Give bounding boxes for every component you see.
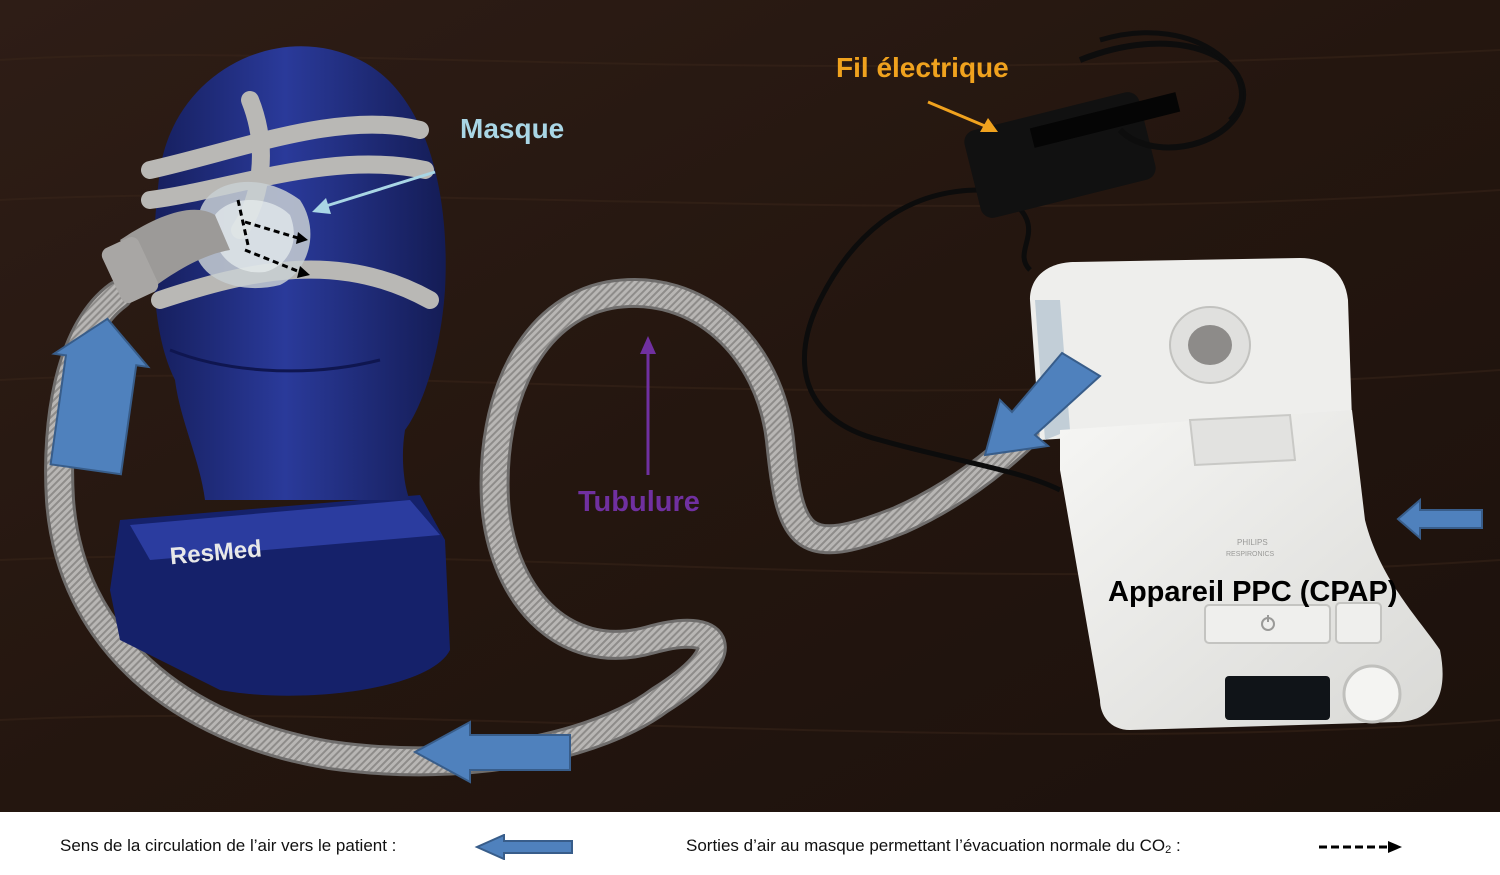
photo-scene: ResMed [0,0,1500,812]
exhaust-arrowheads [296,232,310,278]
tubing [44,278,1215,777]
cpap-screen [1225,676,1330,720]
respironics-logo: RESPIRONICS [1226,551,1275,558]
nasal-mask [101,181,311,304]
label-appareil: Appareil PPC (CPAP) [1108,576,1398,608]
cpap-machine: PHILIPS RESPIRONICS [1030,258,1443,730]
legend-exhaust-sub: 2 [1165,844,1172,856]
airflow-arrow-icon [1396,497,1483,541]
legend-exhaust-text: Sorties d’air au masque permettant l’éva… [686,836,1181,856]
legend-exhaust-main: Sorties d’air au masque permettant l’éva… [686,836,1166,855]
airflow-arrow-icon [983,351,1102,457]
label-fil-electrique: Fil électrique [836,52,1009,83]
power-button [1204,604,1331,644]
cpap-dial [1342,664,1402,724]
exhaust-dashed-arrow-icon [236,199,301,274]
label-masque: Masque [460,113,565,144]
legend-airflow-text: Sens de la circulation de l’air vers le … [60,836,397,855]
airflow-arrow-icon [49,317,151,476]
exhaust-dashed-arrow-icon [1319,841,1402,853]
airflow-arrow-icon [412,720,571,784]
legend: Sens de la circulation de l’air vers le … [0,812,1500,875]
legend-exhaust-end: : [1171,836,1181,855]
airflow-arrows [49,317,1483,784]
label-tubulure: Tubulure [578,486,700,518]
power-adapter [964,30,1246,218]
label-pointers [312,100,998,475]
philips-logo: PHILIPS [1237,538,1268,547]
airflow-arrow-icon [474,834,573,860]
